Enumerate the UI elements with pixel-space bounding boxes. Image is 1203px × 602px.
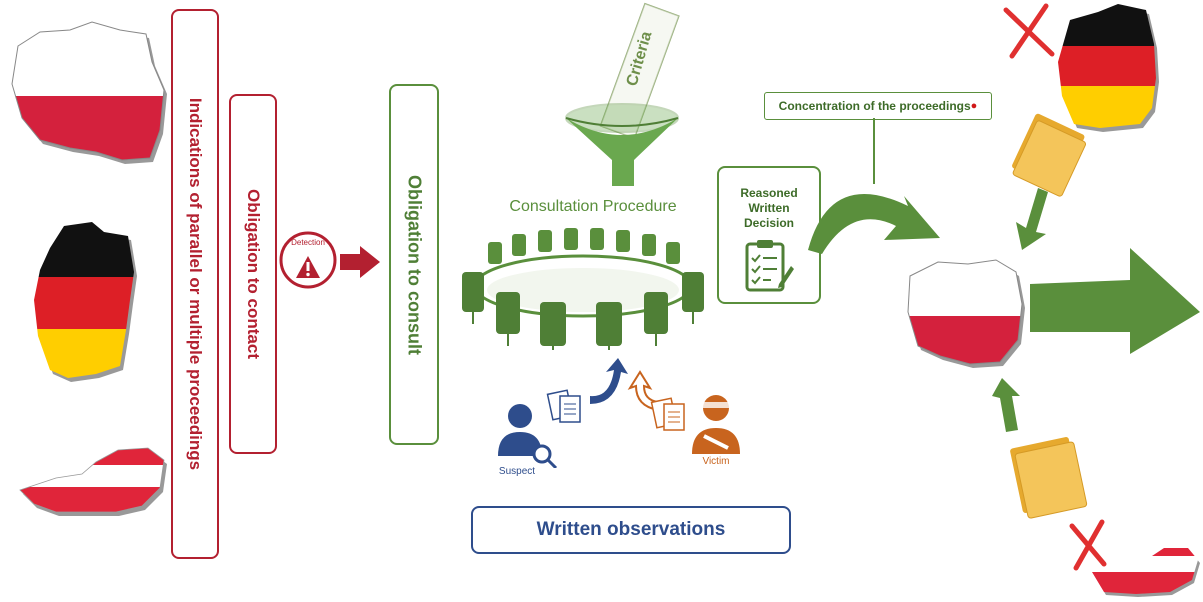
country-maps-left xyxy=(11,21,167,516)
victim-label: Victim xyxy=(702,456,730,467)
curved-arrow xyxy=(808,193,940,254)
parties-graphic xyxy=(498,358,740,468)
germany-map-icon xyxy=(34,222,137,382)
documents-icon xyxy=(650,397,685,431)
detection-graphic xyxy=(279,231,380,289)
consultation-procedure-title: Consultation Procedure xyxy=(509,198,677,215)
written-observations-label: Written observations xyxy=(536,519,726,540)
arrow-in-bottom xyxy=(992,378,1020,432)
poland-map-icon xyxy=(11,21,167,164)
austria-map-icon xyxy=(19,447,167,516)
documents-icon xyxy=(546,389,581,423)
concentration-label: Concentration of the proceedings xyxy=(778,99,971,113)
indications-label: Indications of parallel or multiple proc… xyxy=(186,97,205,471)
warning-icon xyxy=(296,256,320,278)
checklist-icon xyxy=(745,240,794,292)
poland-map-icon xyxy=(907,259,1025,368)
big-right-arrow xyxy=(1030,248,1200,354)
right-graphics xyxy=(808,3,1200,597)
obligation-consult-box: Obligation to consult xyxy=(389,84,439,445)
suspect-arrow xyxy=(590,358,628,404)
victim-arrow xyxy=(627,370,659,412)
germany-map-icon xyxy=(1058,4,1159,132)
folder-icon xyxy=(1010,437,1088,519)
obligation-contact-box: Obligation to contact xyxy=(229,94,277,454)
criteria-card xyxy=(599,2,680,140)
conference-table-icon xyxy=(462,228,704,350)
concentration-box: Concentration of the proceedings● xyxy=(764,92,992,120)
folder-icon xyxy=(1012,113,1087,197)
red-dot-icon: ● xyxy=(970,100,978,112)
obligation-consult-label: Obligation to consult xyxy=(404,174,425,355)
written-observations-box: Written observations xyxy=(471,506,791,554)
detection-arrow xyxy=(340,246,380,278)
suspect-icon xyxy=(498,404,558,468)
reasoned-decision-label: Reasoned Written Decision xyxy=(740,186,798,230)
victim-icon xyxy=(692,395,740,454)
arrow-in-top xyxy=(1016,188,1048,250)
cross-icon xyxy=(1069,519,1107,571)
funnel-icon xyxy=(565,103,679,186)
reasoned-decision-box: Reasoned Written Decision xyxy=(717,166,821,304)
cross-icon xyxy=(1003,3,1055,59)
detection-label: Detection xyxy=(291,238,325,247)
austria-map-icon xyxy=(1092,548,1200,597)
obligation-contact-label: Obligation to contact xyxy=(244,189,263,359)
funnel-criteria-graphic xyxy=(565,2,680,186)
suspect-label: Suspect xyxy=(498,466,536,477)
indications-box: Indications of parallel or multiple proc… xyxy=(171,9,219,559)
